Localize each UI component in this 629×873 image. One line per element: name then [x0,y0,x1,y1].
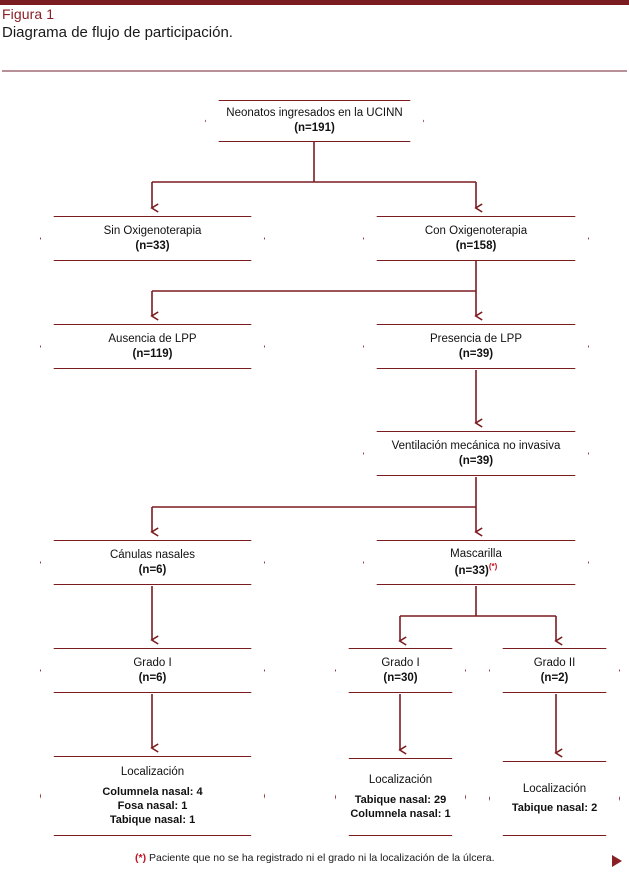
node-localizacion-grado-ii-title: Localización [522,782,587,795]
node-localizacion-grado-i-title: Localización [368,774,433,787]
node-localizacion-canulas-line3: Tabique nasal: 1 [109,813,196,826]
top-rule [0,0,629,5]
node-grado-i-mascarilla[interactable]: Grado I (n=30) [335,648,466,693]
footnote-marker: (*) [135,852,147,864]
node-presencia-lpp-count: (n=39) [458,347,494,360]
node-root-title: Neonatos ingresados en la UCINN [226,107,403,120]
node-root[interactable]: Neonatos ingresados en la UCINN (n=191) [205,100,424,142]
node-localizacion-canulas-title: Localización [120,766,185,779]
node-con-oxigenoterapia-count: (n=158) [455,239,497,252]
node-grado-ii-mascarilla-count: (n=2) [540,671,569,684]
node-grado-i-mascarilla-title: Grado I [381,656,420,669]
node-localizacion-grado-i-line2: Columnela nasal: 1 [350,807,451,820]
figure-label: Figura 1 [2,6,55,22]
node-con-oxigenoterapia-title: Con Oxigenoterapia [424,224,528,237]
node-canulas-nasales-count: (n=6) [138,563,167,576]
figure-caption: Diagrama de flujo de participación. [2,24,233,41]
node-localizacion-canulas-line2: Fosa nasal: 1 [117,799,188,812]
node-grado-i-canulas-title: Grado I [133,656,172,669]
node-grado-i-canulas-count: (n=6) [138,671,167,684]
node-root-count: (n=191) [294,122,335,134]
node-grado-i-mascarilla-count: (n=30) [383,671,418,684]
node-grado-i-canulas[interactable]: Grado I (n=6) [40,648,265,693]
node-mascarilla-count: (n=33)(*) [455,562,498,579]
node-ausencia-lpp-title: Ausencia de LPP [108,332,197,345]
end-of-article-triangle-icon [612,855,622,867]
node-canulas-nasales[interactable]: Cánulas nasales (n=6) [40,540,265,585]
node-mascarilla[interactable]: Mascarilla (n=33)(*) [363,540,589,585]
node-localizacion-grado-i[interactable]: Localización Tabique nasal: 29 Columnela… [335,758,466,836]
node-con-oxigenoterapia[interactable]: Con Oxigenoterapia (n=158) [363,216,589,261]
node-localizacion-canulas[interactable]: Localización Columnela nasal: 4 Fosa nas… [40,756,265,836]
caption-divider [2,70,627,72]
node-presencia-lpp-title: Presencia de LPP [429,332,523,345]
node-grado-ii-mascarilla[interactable]: Grado II (n=2) [489,648,620,693]
node-localizacion-grado-ii[interactable]: Localización Tabique nasal: 2 [489,761,620,836]
footnote-text: Paciente que no se ha registrado ni el g… [146,852,495,864]
node-mascarilla-footnote-marker: (*) [488,561,498,571]
footnote: (*) Paciente que no se ha registrado ni … [135,852,495,864]
node-localizacion-grado-ii-line1: Tabique nasal: 2 [511,802,598,815]
node-ausencia-lpp-count: (n=119) [132,347,173,360]
node-mascarilla-count-value: (n=33) [454,564,489,577]
node-ventilacion-mecanica-title: Ventilación mecánica no invasiva [391,439,561,452]
node-ausencia-lpp[interactable]: Ausencia de LPP (n=119) [40,324,265,369]
node-sin-oxigenoterapia-title: Sin Oxigenoterapia [103,224,202,237]
node-ventilacion-mecanica[interactable]: Ventilación mecánica no invasiva (n=39) [363,431,589,476]
node-sin-oxigenoterapia-count: (n=33) [135,239,170,252]
node-localizacion-canulas-line1: Columnela nasal: 4 [102,785,203,798]
node-canulas-nasales-title: Cánulas nasales [109,548,196,561]
node-mascarilla-title: Mascarilla [450,547,502,560]
node-presencia-lpp[interactable]: Presencia de LPP (n=39) [363,324,589,369]
node-localizacion-grado-i-line1: Tabique nasal: 29 [354,793,447,806]
node-grado-ii-mascarilla-title: Grado II [533,656,576,669]
node-ventilacion-mecanica-count: (n=39) [458,454,494,467]
node-sin-oxigenoterapia[interactable]: Sin Oxigenoterapia (n=33) [40,216,265,261]
